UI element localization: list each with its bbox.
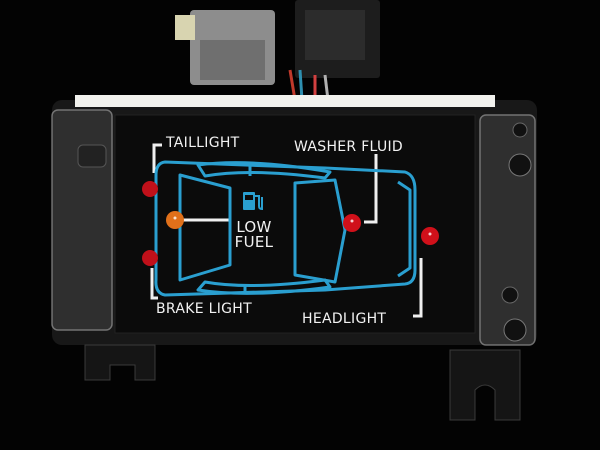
headlight-label: HEADLIGHT	[302, 311, 387, 327]
indicator-leds	[142, 181, 439, 266]
car-outline-icon	[154, 160, 417, 297]
gray-connector	[175, 10, 275, 85]
brake-light-led	[142, 250, 158, 266]
leader-lines	[150, 143, 423, 318]
fuel-label: FUEL	[234, 233, 274, 251]
low-fuel-led	[166, 211, 184, 229]
low-label: LOW	[236, 218, 272, 236]
brake-light-label: BRAKE LIGHT	[156, 301, 252, 317]
washer-fluid-label: WASHER FLUID	[294, 139, 404, 155]
mounting-feet	[84, 344, 521, 421]
taillight-led	[142, 181, 158, 197]
fuel-pump-icon	[243, 192, 263, 211]
washer-fluid-led	[343, 214, 361, 232]
taillight-label: TAILLIGHT	[166, 135, 240, 151]
headlight-led	[421, 227, 439, 245]
low-fuel-label: LOW FUEL	[232, 220, 276, 250]
black-connector	[295, 0, 380, 78]
